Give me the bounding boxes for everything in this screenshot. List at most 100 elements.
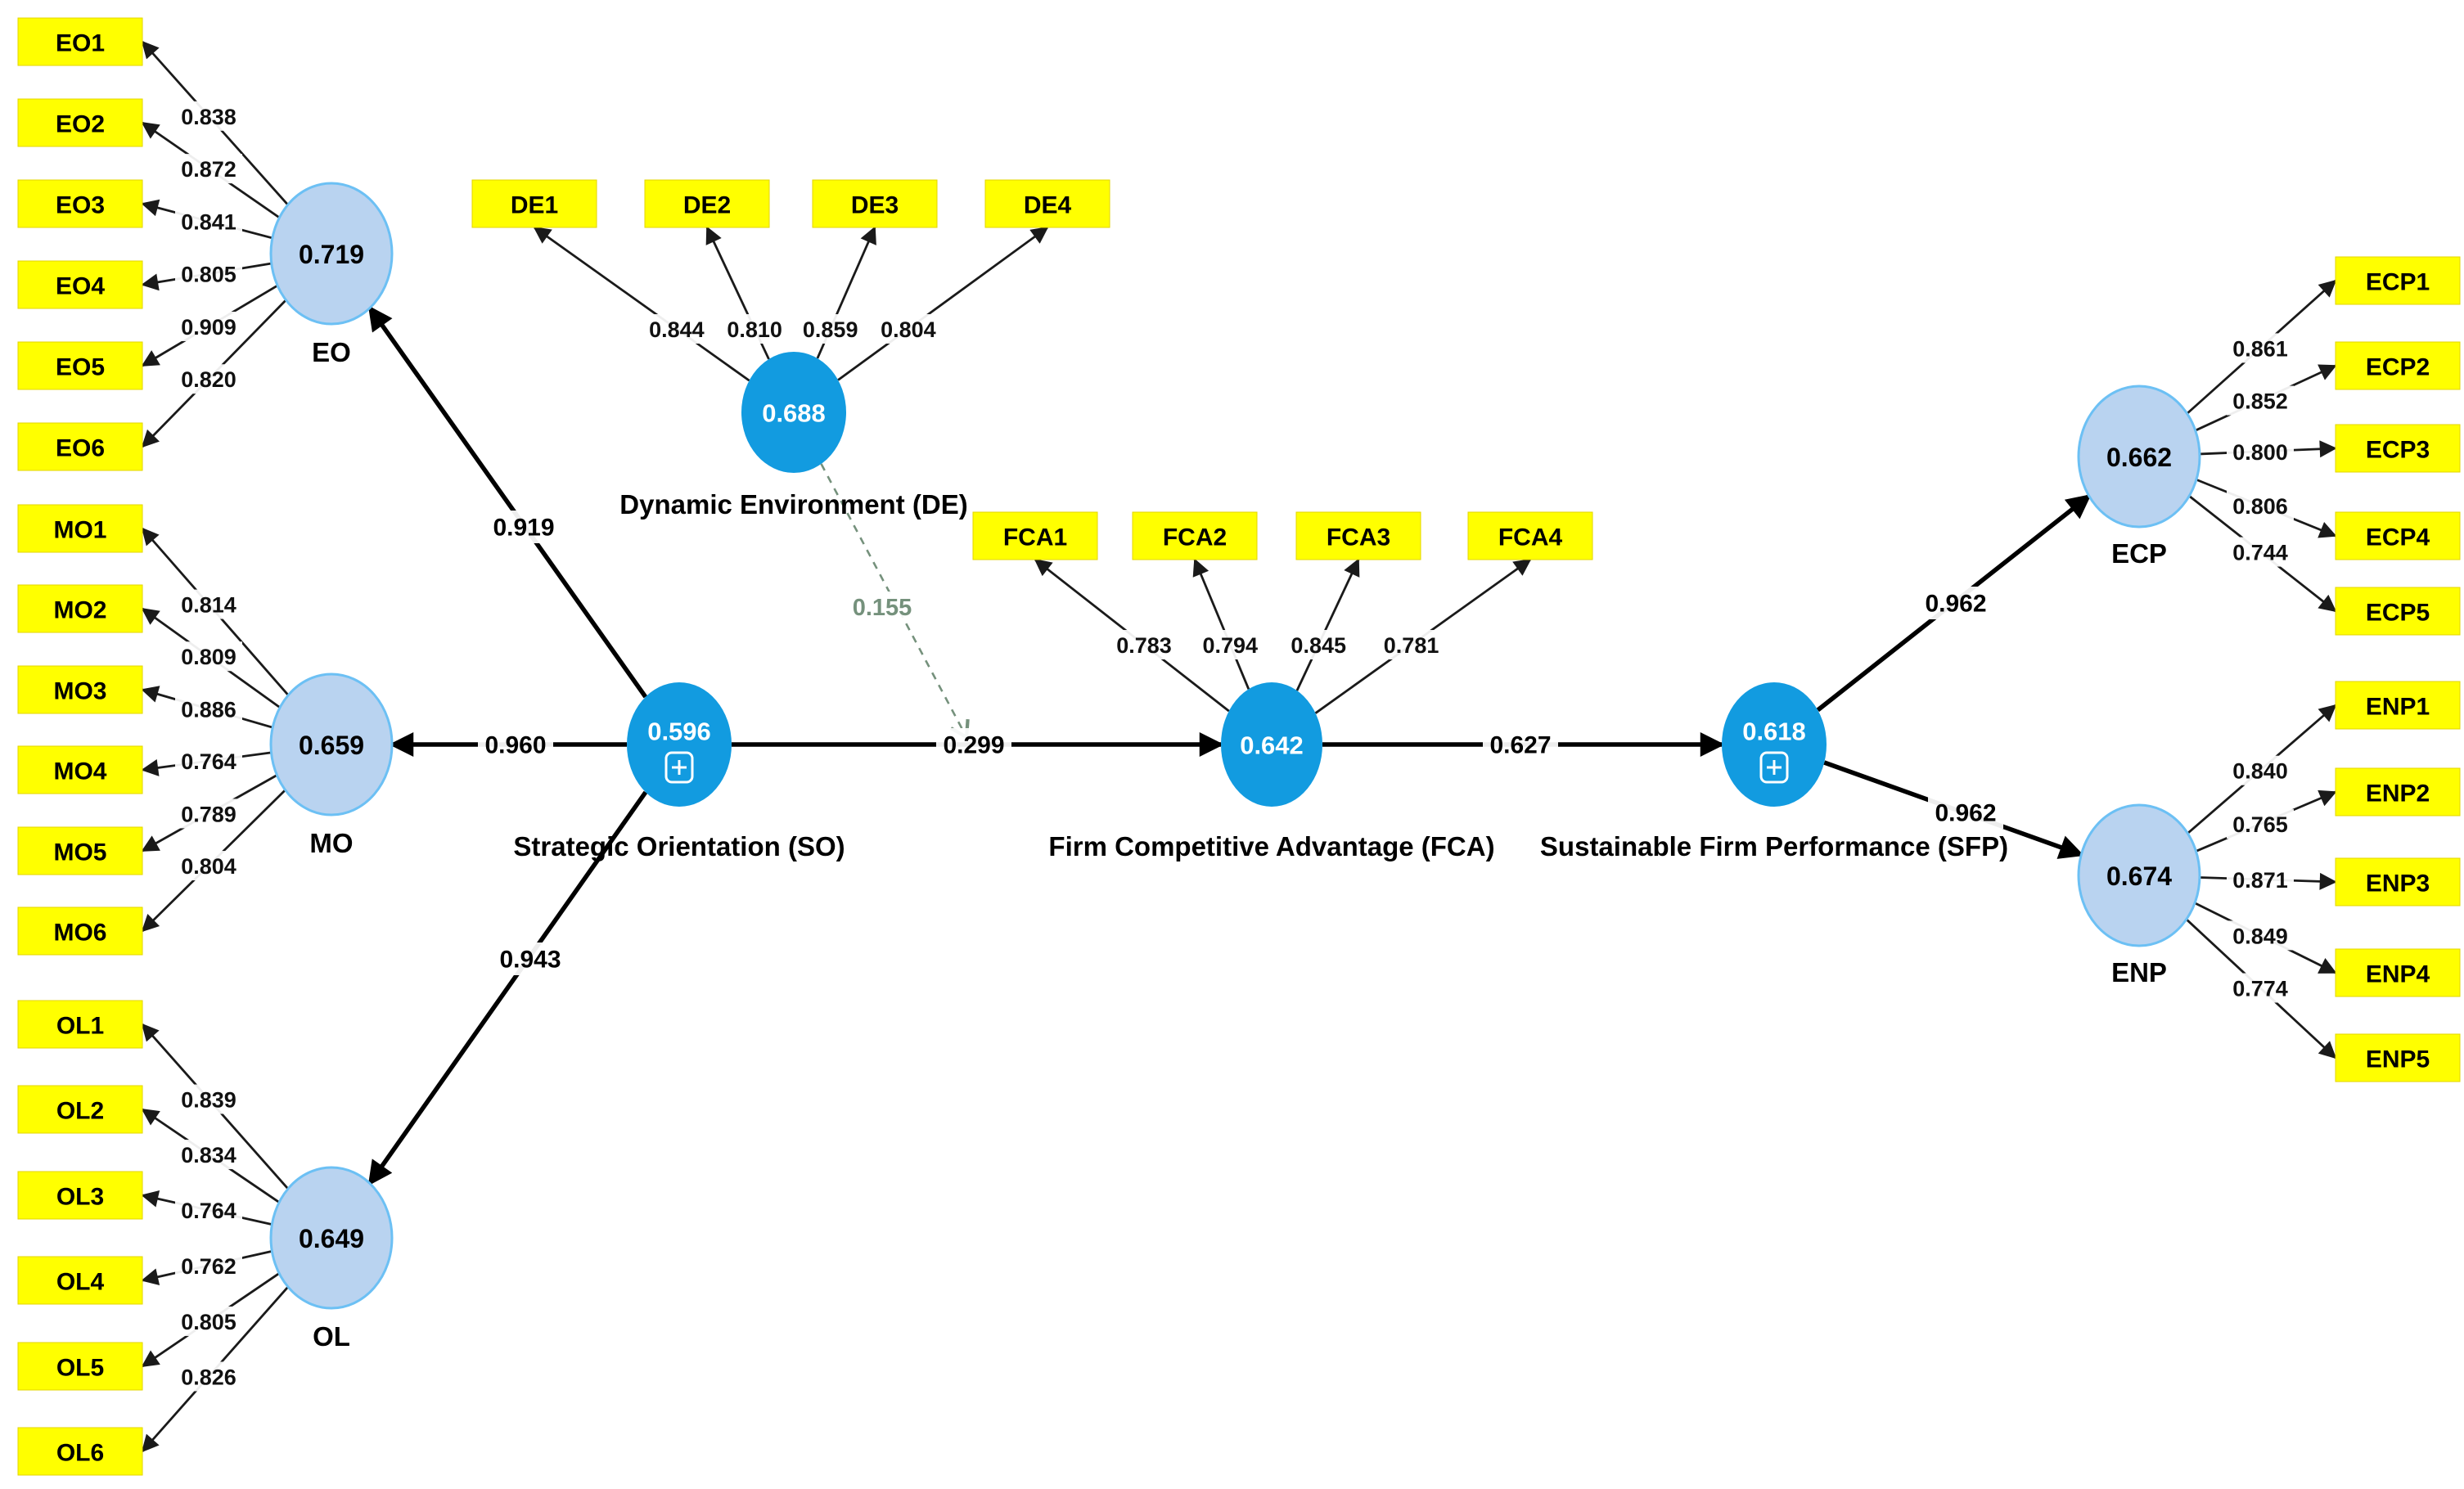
indicator-EO4-box [17, 260, 143, 309]
indicator-EO2[interactable]: EO2 [17, 98, 143, 147]
path-coefficient-SO-OL-bg [493, 942, 568, 975]
indicator-OL4[interactable]: OL4 [17, 1256, 143, 1305]
loading-EO-EO3-bg [175, 206, 242, 236]
path-SO-OL[interactable] [367, 790, 648, 1186]
indicator-FCA2[interactable]: FCA2 [1132, 511, 1258, 560]
indicator-ENP4-label: ENP4 [2366, 961, 2430, 988]
plus-icon[interactable] [1759, 751, 1789, 784]
loading-EO-EO4: 0.805 [181, 263, 236, 287]
indicator-EO2-label: EO2 [56, 111, 105, 138]
indicator-ENP2-box [2335, 767, 2461, 816]
indicator-FCA4[interactable]: FCA4 [1467, 511, 1593, 560]
indicator-MO1[interactable]: MO1 [17, 504, 143, 553]
indicator-FCA1[interactable]: FCA1 [972, 511, 1098, 560]
indicator-EO5-label: EO5 [56, 354, 105, 381]
indicator-ECP1[interactable]: ECP1 [2335, 256, 2461, 305]
indicator-ECP3[interactable]: ECP3 [2335, 424, 2461, 473]
indicator-EO4[interactable]: EO4 [17, 260, 143, 309]
loading-DE-DE3-bg [796, 314, 864, 344]
indicator-DE1-label: DE1 [511, 192, 558, 219]
indicator-ECP5[interactable]: ECP5 [2335, 587, 2461, 636]
indicator-MO4[interactable]: MO4 [17, 745, 143, 794]
indicator-OL2[interactable]: OL2 [17, 1085, 143, 1134]
loading-EO-EO1-bg [175, 101, 242, 131]
indicator-OL1-box [17, 1000, 143, 1049]
loading-ECP-ECP5-bg [2227, 537, 2294, 567]
indicator-ENP3-box [2335, 857, 2461, 906]
indicator-DE2[interactable]: DE2 [644, 179, 770, 228]
indicator-ENP1[interactable]: ENP1 [2335, 681, 2461, 730]
indicator-OL2-label: OL2 [56, 1098, 104, 1125]
loading-MO-MO5-bg [175, 798, 242, 829]
construct-EO-ellipse [269, 182, 394, 326]
indicator-DE4[interactable]: DE4 [984, 179, 1110, 228]
indicator-ENP2-label: ENP2 [2366, 780, 2430, 807]
indicator-MO2-box [17, 584, 143, 633]
indicator-ENP2[interactable]: ENP2 [2335, 767, 2461, 816]
loading-line-FCA3 [1295, 558, 1360, 691]
indicator-ECP4[interactable]: ECP4 [2335, 511, 2461, 560]
indicator-ENP3[interactable]: ENP3 [2335, 857, 2461, 906]
indicator-EO6[interactable]: EO6 [17, 422, 143, 471]
indicator-MO3[interactable]: MO3 [17, 665, 143, 714]
loading-MO-MO3: 0.886 [181, 697, 236, 722]
loading-ECP-ECP3: 0.800 [2232, 440, 2288, 465]
plus-icon[interactable] [664, 751, 694, 784]
loading-ENP-ENP5: 0.774 [2232, 977, 2288, 1001]
indicator-DE1[interactable]: DE1 [471, 179, 597, 228]
loading-DE-DE2: 0.810 [727, 317, 782, 342]
indicator-boxes-layer: EO1EO2EO3EO4EO5EO6MO1MO2MO3MO4MO5MO6OL1O… [17, 17, 2461, 1476]
loading-DE-DE1: 0.844 [649, 317, 705, 342]
indicator-FCA3[interactable]: FCA3 [1295, 511, 1421, 560]
loading-MO-MO4-bg [175, 746, 242, 776]
path-coefficient-SO-EO-bg [486, 511, 561, 543]
indicator-MO2[interactable]: MO2 [17, 584, 143, 633]
construct-SO-value: 0.596 [647, 718, 711, 746]
indicator-EO5[interactable]: EO5 [17, 341, 143, 390]
indicator-EO1[interactable]: EO1 [17, 17, 143, 66]
loading-DE-DE2-bg [721, 314, 789, 344]
indicator-EO3[interactable]: EO3 [17, 179, 143, 228]
loading-FCA-FCA4-bg [1377, 630, 1445, 659]
loading-FCA-FCA3-bg [1285, 630, 1353, 659]
indicator-EO5-box [17, 341, 143, 390]
indicator-ENP5[interactable]: ENP5 [2335, 1033, 2461, 1082]
loading-MO-MO2: 0.809 [181, 645, 236, 669]
indicator-OL3[interactable]: OL3 [17, 1171, 143, 1220]
construct-ECP-name: ECP [2111, 538, 2167, 569]
indicator-ECP2[interactable]: ECP2 [2335, 341, 2461, 390]
indicator-DE4-label: DE4 [1024, 192, 1072, 219]
loading-EO-EO3: 0.841 [181, 209, 236, 234]
indicator-ECP2-label: ECP2 [2366, 354, 2430, 381]
indicator-MO5[interactable]: MO5 [17, 826, 143, 875]
indicator-ENP5-label: ENP5 [2366, 1046, 2430, 1073]
indicator-EO1-label: EO1 [56, 30, 105, 57]
loading-FCA-FCA1-bg [1110, 630, 1178, 659]
indicator-DE3[interactable]: DE3 [812, 179, 938, 228]
indicator-EO3-label: EO3 [56, 192, 105, 219]
indicator-OL6[interactable]: OL6 [17, 1427, 143, 1476]
indicator-DE2-label: DE2 [683, 192, 731, 219]
loading-ENP-ENP5-bg [2227, 973, 2294, 1003]
indicator-ENP4[interactable]: ENP4 [2335, 948, 2461, 997]
indicator-MO6[interactable]: MO6 [17, 906, 143, 956]
indicator-OL5[interactable]: OL5 [17, 1342, 143, 1391]
path-SO-EO[interactable] [367, 305, 648, 699]
loading-DE-DE4-bg [874, 314, 942, 344]
loading-ECP-ECP1-bg [2227, 333, 2294, 363]
indicator-OL1[interactable]: OL1 [17, 1000, 143, 1049]
loading-OL-OL1-bg [175, 1084, 242, 1114]
loading-EO-EO6: 0.820 [181, 367, 236, 392]
indicator-MO6-box [17, 906, 143, 956]
path-coefficient-SFP-ECP: 0.962 [1925, 591, 1986, 618]
indicator-EO3-box [17, 179, 143, 228]
